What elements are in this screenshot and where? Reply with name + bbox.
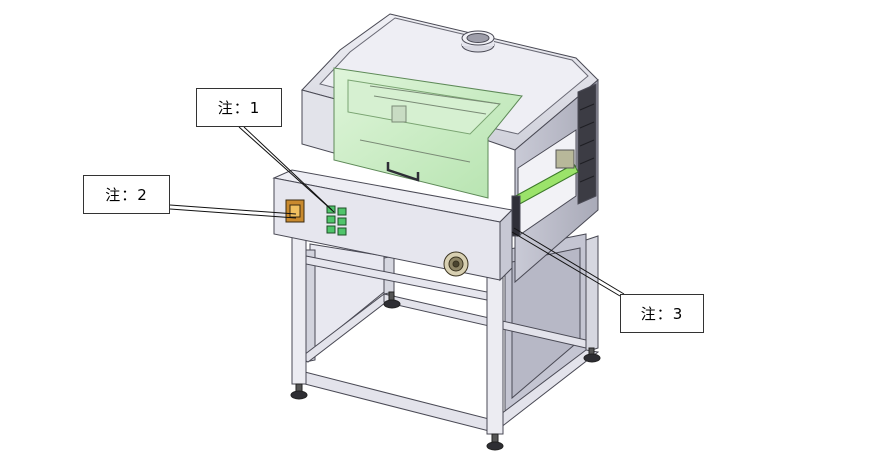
callout-label-3: 注：3: [620, 294, 704, 333]
leveling-feet: [290, 291, 601, 451]
power-socket-icon: [285, 199, 305, 223]
cable-gland-icon: [443, 251, 469, 277]
leader-line-1b: [243, 126, 333, 211]
control-box: [272, 169, 514, 282]
leader-line-2: [169, 204, 297, 215]
control-button-icon: [337, 227, 347, 236]
leader-line-2b: [169, 208, 297, 219]
callout-label-2: 注：2: [83, 175, 170, 214]
machine-head: [301, 13, 599, 284]
exhaust-port-icon: [461, 30, 495, 53]
control-button-icon: [326, 215, 336, 224]
base-frame: [291, 227, 600, 435]
control-button-icon: [337, 207, 347, 216]
control-button-icon: [326, 225, 336, 234]
leader-lines: [169, 126, 625, 297]
leader-line-3b: [513, 227, 625, 295]
control-button-icon: [337, 217, 347, 226]
leader-line-1: [238, 126, 335, 213]
callout-label-1: 注：1: [196, 88, 282, 127]
leader-line-3: [511, 231, 621, 297]
